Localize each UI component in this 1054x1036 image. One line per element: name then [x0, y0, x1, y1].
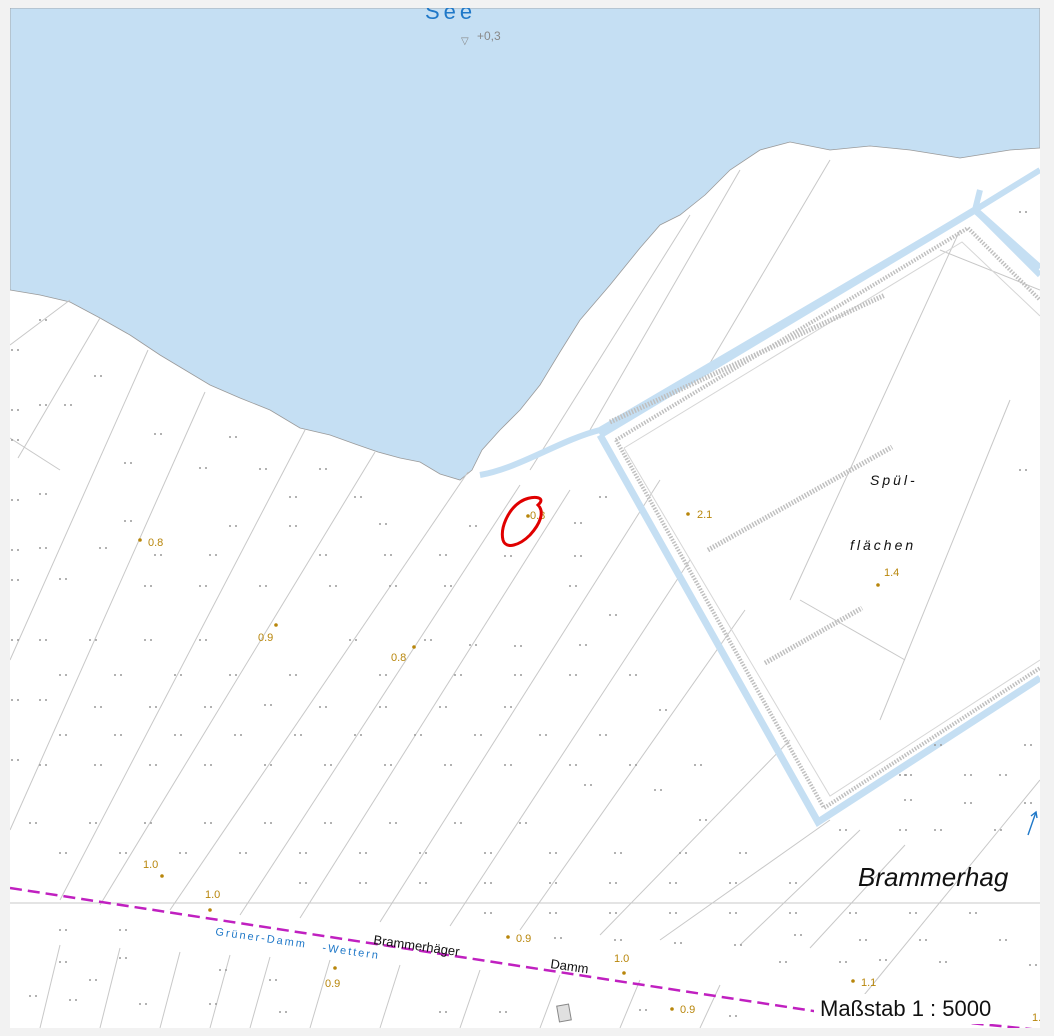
scale-label: Maßstab 1 : 5000 — [814, 994, 998, 1024]
elevation-point-value: 0.9 — [258, 632, 273, 644]
elevation-points: 0.8 0.8 0.9 0.8 2.1 1.4 1.0 1.0 0.9 1.0 0.9 0.9 1.1 — [138, 509, 899, 1016]
grassland-symbol-icon — [11, 211, 1037, 1017]
direction-arrow-icon — [1027, 810, 1038, 836]
internal-dikes — [608, 292, 894, 666]
elevation-point-marker — [274, 623, 278, 627]
elevation-point-value: 2.1 — [697, 509, 712, 521]
water-channel — [479, 167, 1040, 478]
lake-name: See — [425, 0, 476, 24]
elevation-point-value: 0.8 — [148, 537, 163, 549]
elevation-point-marker — [138, 538, 142, 542]
elevation-point-value: 0.9 — [680, 1004, 695, 1016]
elevation-point-value: 1.1 — [861, 977, 876, 989]
elevation-point-value: 1.0 — [143, 859, 158, 871]
spuelflaechen-dike-inner — [623, 241, 1040, 797]
elevation-point-marker — [686, 512, 690, 516]
elevation-point-marker — [876, 583, 880, 587]
elevation-point-value: 0.9 — [325, 978, 340, 990]
elevation-point-marker — [412, 645, 416, 649]
elevation-point-marker — [851, 979, 855, 983]
red-circle-annotation-icon — [500, 496, 543, 547]
elevation-point-marker — [622, 971, 626, 975]
spuelflaechen-label-line2: flächen — [850, 537, 916, 553]
elevation-point-value: 1.4 — [884, 567, 899, 579]
lake-water — [10, 8, 1040, 481]
road-name-line2: Damm — [550, 956, 590, 976]
elevation-point-value: 0.8 — [391, 652, 406, 664]
elevation-point-value: 0.9 — [516, 933, 531, 945]
water-level-triangle-icon: ▽ — [461, 36, 469, 47]
elevation-point-marker — [333, 966, 337, 970]
elevation-point-value: 1.0 — [614, 953, 629, 965]
spuelflaechen-dike — [614, 225, 1040, 811]
parcel-lines — [10, 159, 1040, 1028]
elevation-point-marker — [208, 908, 212, 912]
spuelflaechen-label-line1: Spül- — [870, 472, 918, 488]
elevation-point-marker — [670, 1007, 674, 1011]
spuelflaechen-basin-ditch — [596, 205, 1040, 827]
water-level-value: +0,3 — [477, 29, 501, 43]
elevation-point-marker — [160, 874, 164, 878]
place-name: Brammerhag — [858, 862, 1009, 892]
elevation-point-value: 0.8 — [530, 510, 545, 522]
elevation-point-marker — [506, 935, 510, 939]
elevation-point-value: 1.0 — [205, 889, 220, 901]
cut-edge-elevation: 1. — [1032, 1012, 1041, 1024]
elevation-point-marker — [526, 514, 530, 518]
building-icon — [556, 1003, 572, 1023]
